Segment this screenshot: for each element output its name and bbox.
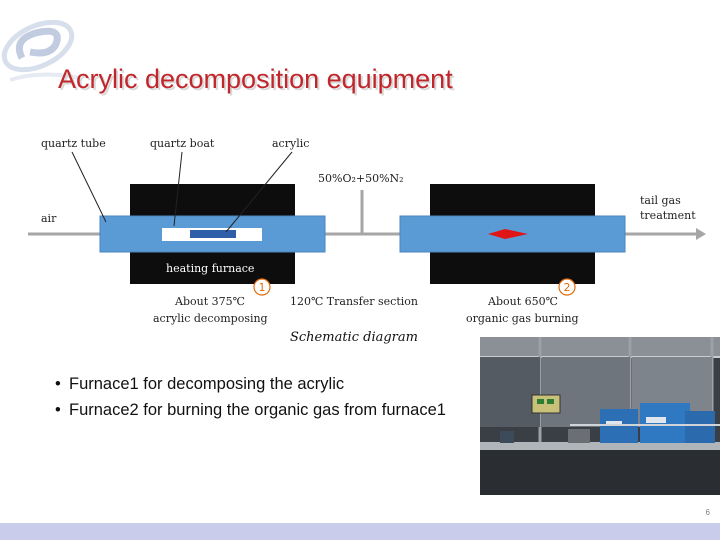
diagram-caption: Schematic diagram (290, 330, 418, 345)
label-acrylic-decomposing: acrylic decomposing (153, 312, 268, 325)
pointer-quartz-tube (71, 151, 107, 223)
pipe-arrowhead (696, 228, 706, 240)
label-quartz-tube: quartz tube (41, 137, 106, 150)
bullet-marker: • (55, 401, 61, 419)
institute-logo (1, 19, 81, 82)
bullet-item: • Furnace2 for burning the organic gas fr… (55, 400, 455, 420)
marker-2: 2 (558, 278, 576, 296)
label-gas-mix: 50%O₂+50%N₂ (318, 172, 404, 185)
page-number: 6 (705, 508, 710, 517)
label-tail-gas: tail gas (640, 194, 681, 207)
marker-2-text: 2 (564, 281, 571, 294)
slide-title-shadow: Acrylic decomposition equipment (60, 66, 455, 96)
marker-1-text: 1 (259, 281, 266, 294)
marker-1: 1 (253, 278, 271, 296)
slide-title: Acrylic decomposition equipment (58, 64, 453, 94)
label-organic-gas-burning: organic gas burning (466, 312, 579, 325)
flame-icon (488, 229, 528, 239)
label-heating-furnace: heating furnace (166, 262, 254, 275)
bullet-text: Furnace1 for decomposing the acrylic (69, 375, 345, 393)
label-air: air (41, 212, 57, 225)
label-quartz-boat: quartz boat (150, 137, 215, 150)
schematic-diagram: quartz tube quartz boat acrylic 50%O₂+50… (28, 137, 706, 325)
pointer-quartz-boat (173, 151, 183, 227)
acrylic-sample (190, 230, 236, 238)
bullet-item: • Furnace1 for decomposing the acrylic (55, 374, 455, 394)
bullet-marker: • (55, 375, 61, 393)
label-about-650: About 650℃ (487, 295, 558, 308)
label-acrylic: acrylic (272, 137, 309, 150)
pointer-acrylic (225, 151, 293, 233)
equipment-photo (480, 337, 720, 495)
label-transfer-section: 120℃ Transfer section (290, 295, 418, 308)
footer-bar (0, 523, 720, 540)
bullet-list: • Furnace1 for decomposing the acrylic • F… (55, 374, 455, 426)
bullet-text: Furnace2 for burning the organic gas fro… (69, 401, 446, 419)
label-about-375: About 375℃ (174, 295, 245, 308)
label-treatment: treatment (640, 209, 696, 222)
